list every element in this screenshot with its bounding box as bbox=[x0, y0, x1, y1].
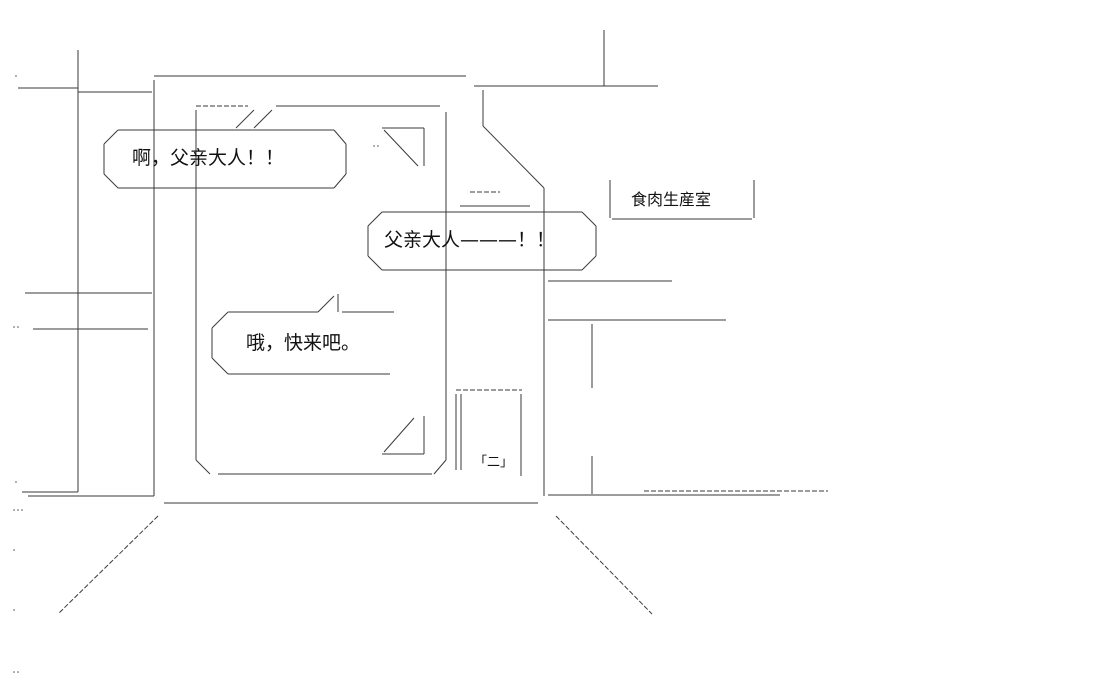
outer-frame bbox=[153, 30, 658, 504]
speech-bubble-2 bbox=[367, 211, 597, 271]
floor-lines bbox=[57, 515, 653, 615]
dialogue-line-1: 啊，父亲大人！！ bbox=[132, 147, 285, 169]
inner-frame bbox=[195, 105, 447, 475]
left-wall bbox=[18, 50, 154, 497]
door-sign: 「二」 bbox=[474, 455, 514, 470]
small-door bbox=[455, 389, 522, 476]
right-structure bbox=[460, 191, 828, 496]
room-sign-box bbox=[609, 180, 755, 220]
speech-bubble-3 bbox=[211, 294, 394, 375]
room-sign: 食肉生産室 bbox=[631, 190, 712, 209]
stray-dots bbox=[13, 75, 379, 673]
dialogue-line-2: 父亲大人———！！ bbox=[384, 229, 556, 251]
dialogue-line-3: 哦，快来吧。 bbox=[246, 332, 361, 354]
speech-bubble-1 bbox=[103, 129, 347, 189]
